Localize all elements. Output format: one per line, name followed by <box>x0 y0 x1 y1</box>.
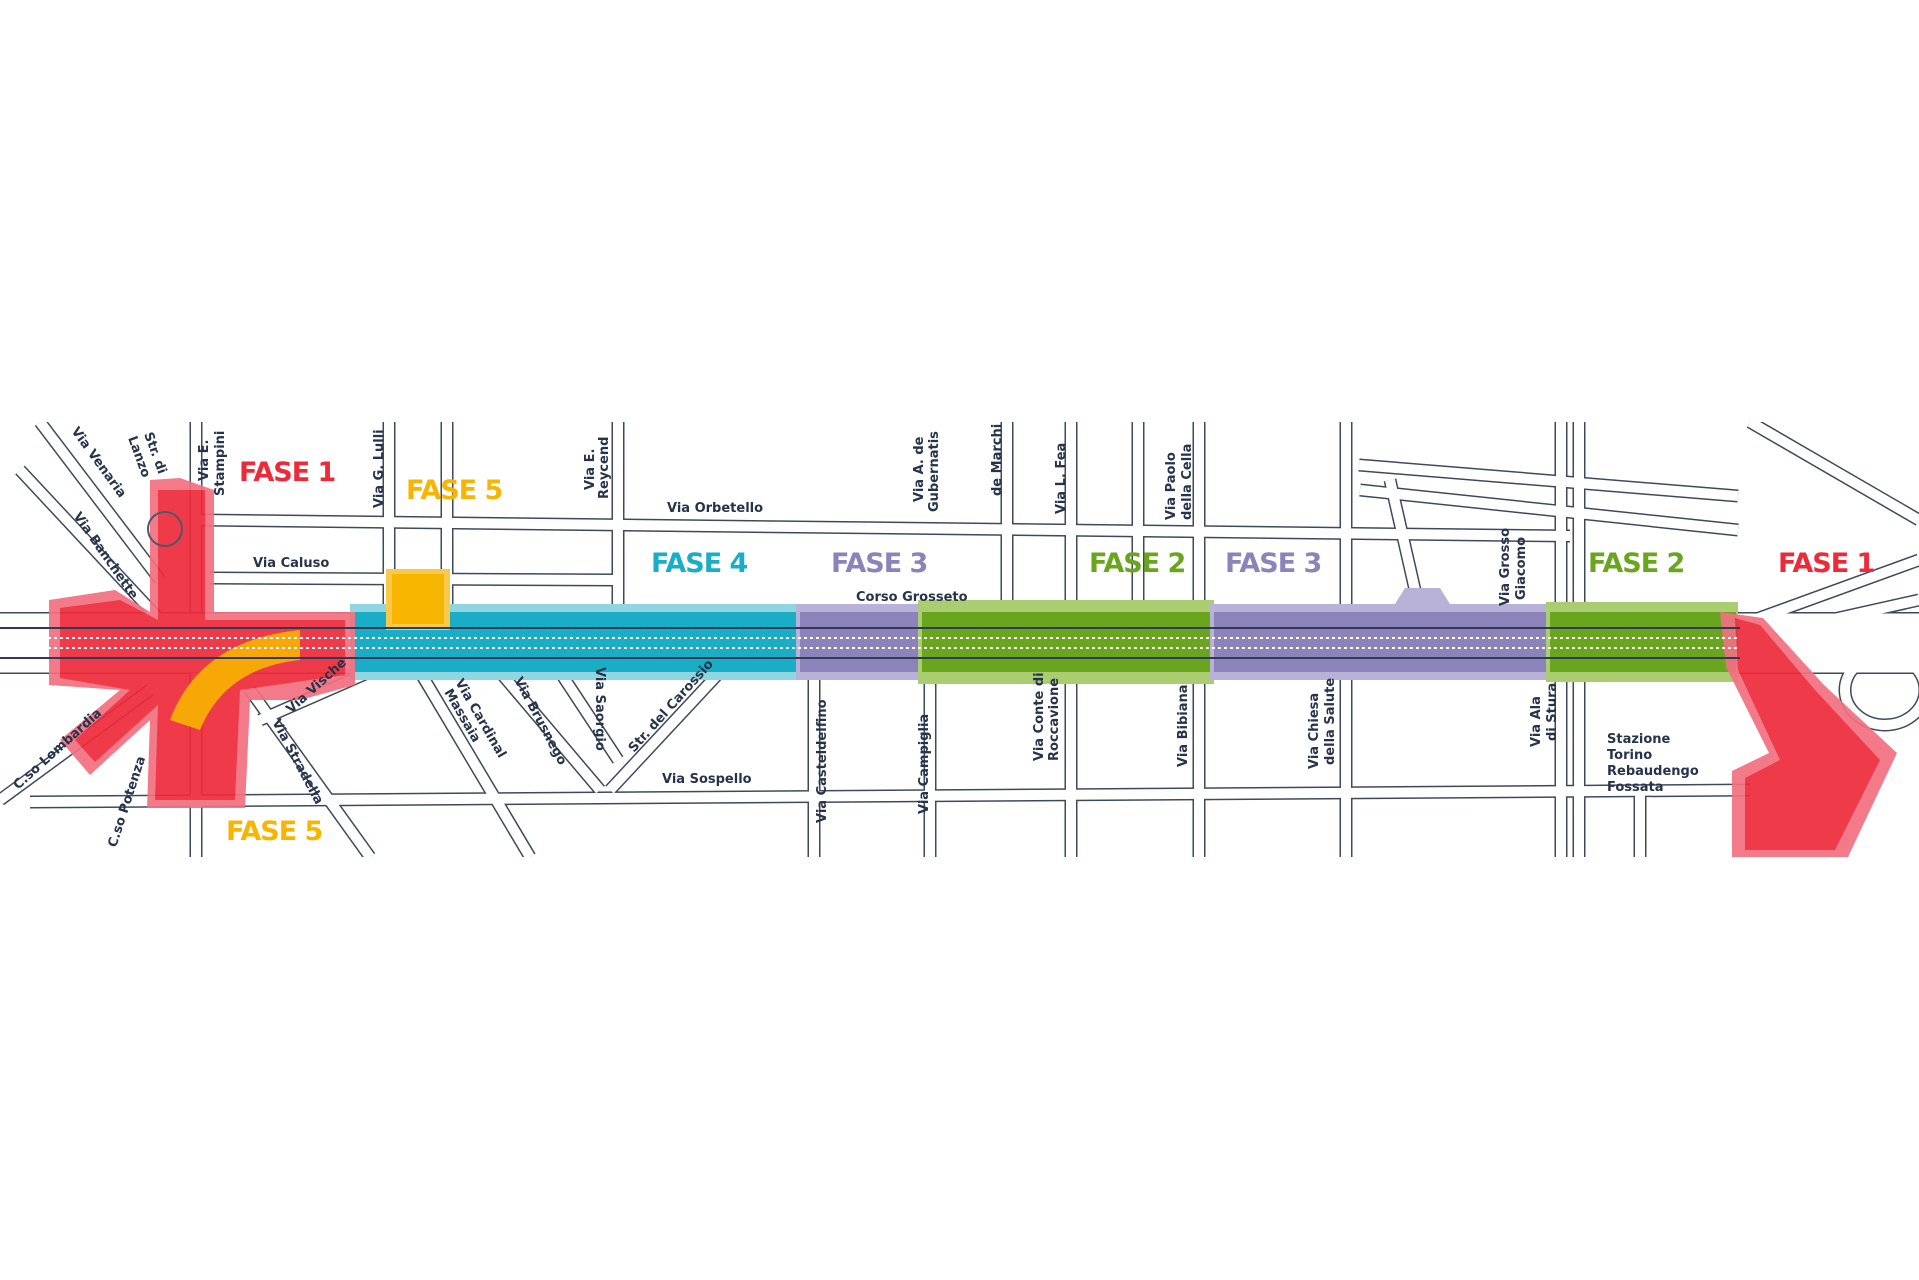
street-label: Via Brusnego <box>510 675 569 768</box>
phase-zone-fase5-block <box>386 569 450 630</box>
phase-label-fase3-west: FASE 3 <box>831 548 927 579</box>
station-label: Stazione <box>1607 732 1671 747</box>
phase-zone-fase2-central <box>918 600 1214 684</box>
station-label: Torino <box>1607 748 1652 763</box>
street-label: de Marchi <box>990 424 1005 496</box>
street-label: Via Campiglia <box>917 714 932 814</box>
street-label: di Stura <box>1545 683 1560 741</box>
street-label: Via Conte di <box>1032 672 1047 761</box>
phase-label-fase1-west: FASE 1 <box>239 457 335 488</box>
phase-label-fase1-east: FASE 1 <box>1778 548 1874 579</box>
street-label: Via Ala <box>1529 696 1544 747</box>
phase-label-fase2-east: FASE 2 <box>1588 548 1684 579</box>
street-label: Via Caluso <box>253 556 329 571</box>
phase-label-fase3-east: FASE 3 <box>1225 548 1321 579</box>
street-label: Via A. de <box>912 436 927 502</box>
street-label: Reycend <box>597 437 612 499</box>
street-label: Via Casteldelfino <box>815 699 830 823</box>
street-label: Corso Grosseto <box>856 590 968 605</box>
street-label: Via Grosso <box>1498 528 1513 606</box>
street-label: Stampini <box>213 431 228 496</box>
street-label: Via L. Fea <box>1054 443 1069 514</box>
street-label: Via Saorgio <box>592 667 607 751</box>
phase-label-fase4: FASE 4 <box>651 548 748 579</box>
street-label: Roccavione <box>1047 678 1062 761</box>
phase-label-fase5-north: FASE 5 <box>406 475 502 506</box>
street-label: Via G. Lulli <box>372 429 387 508</box>
street-label: Via Chiesa <box>1307 693 1322 769</box>
phase-labels: FASE 1 FASE 5 FASE 4 FASE 3 FASE 2 FASE … <box>226 457 1875 847</box>
tram-corridor-lines <box>0 627 1740 659</box>
street-label: Via E. <box>583 449 598 490</box>
street-label: Giacomo <box>1514 537 1529 600</box>
phase-zone-fase1-east <box>1720 612 1897 857</box>
street-label: Via Bibiana <box>1176 684 1191 767</box>
phase-zone-fase1-west <box>49 478 355 808</box>
street-label: Gubernatis <box>927 431 942 512</box>
street-label: Via Orbetello <box>667 501 763 516</box>
street-label: della Salute <box>1323 678 1338 765</box>
station-label: Rebaudengo <box>1607 764 1699 779</box>
phase-zone-fase2-east <box>1546 602 1738 682</box>
phase-zone-fase5-arc <box>170 630 300 730</box>
street-label: Via Banchette <box>70 510 141 603</box>
street-label: Via Paolo <box>1164 452 1179 520</box>
phase-zone-fase3-west <box>796 604 921 680</box>
street-label: Via Sospello <box>662 772 752 787</box>
phase-label-fase2-central: FASE 2 <box>1089 548 1185 579</box>
street-label: Via Stradella <box>268 717 325 807</box>
station-label: Fossata <box>1607 780 1664 795</box>
street-label: della Cella <box>1180 444 1195 520</box>
phase-label-fase5-south: FASE 5 <box>226 816 322 847</box>
street-label: Via E. <box>197 440 212 481</box>
phase-zone-fase3-east <box>1210 588 1550 680</box>
